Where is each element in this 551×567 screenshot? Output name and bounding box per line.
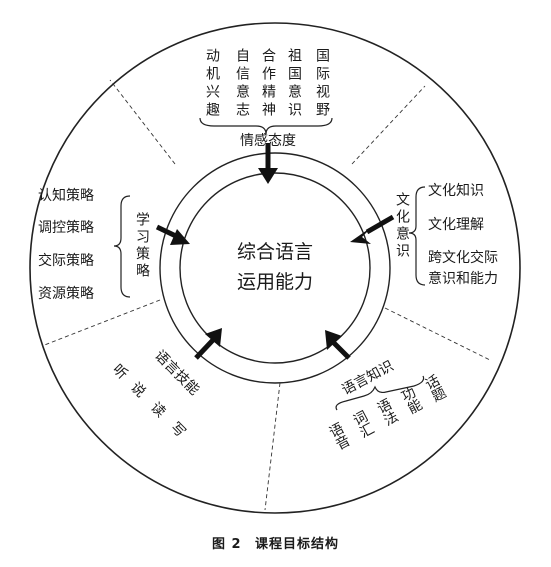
arrow-strategy xyxy=(155,224,190,245)
strategy-item: 交际策略 xyxy=(38,252,94,269)
culture-title: 文化意识 xyxy=(394,192,410,260)
middle-ring xyxy=(159,152,391,384)
skills-title: 语言技能 xyxy=(151,348,202,399)
knowledge-brace xyxy=(335,375,425,411)
inner-ring xyxy=(179,172,371,364)
strategy-item: 调控策略 xyxy=(38,219,94,236)
culture-item: 跨文化交际 xyxy=(428,249,498,266)
arrow-emotion xyxy=(258,143,278,184)
strategy-brace xyxy=(113,195,131,298)
figure-title: 课程目标结构 xyxy=(255,537,340,552)
skills-item: 读 xyxy=(147,399,169,421)
skills-item: 写 xyxy=(167,420,188,441)
strategy-title: 学习策略 xyxy=(134,212,150,280)
culture-item: 文化理解 xyxy=(428,217,484,233)
skills-item: 听 xyxy=(109,362,130,383)
divider-skills-knowledge xyxy=(264,382,281,511)
outer-ring xyxy=(29,22,521,514)
culture-item: 意识和能力 xyxy=(428,270,498,287)
emotion-item: 国际视野 xyxy=(314,48,330,120)
knowledge-item: 语法 xyxy=(373,396,400,429)
strategy-item: 资源策略 xyxy=(38,285,94,302)
figure-caption: 图 2 课程目标结构 xyxy=(0,533,551,552)
emotion-title: 情感态度 xyxy=(240,132,296,149)
emotion-brace xyxy=(199,117,333,135)
divider-strategy-skills xyxy=(41,299,161,347)
knowledge-item: 词汇 xyxy=(349,408,376,441)
figure-number: 图 2 xyxy=(211,537,242,552)
knowledge-item: 功能 xyxy=(397,384,425,417)
center-line-2: 运用能力 xyxy=(237,271,313,293)
skills-item: 说 xyxy=(127,380,148,401)
arrow-skills xyxy=(194,328,222,360)
strategy-item: 认知策略 xyxy=(38,187,94,204)
course-goal-diagram: 综合语言 运用能力 情感态度 动机兴趣 自信意志 合作精神 祖国意识 国际视野 … xyxy=(29,22,521,514)
emotion-item: 祖国意识 xyxy=(286,48,302,120)
knowledge-title: 语言知识 xyxy=(339,357,396,398)
arrow-knowledge xyxy=(325,330,351,360)
knowledge-item: 语音 xyxy=(325,420,352,453)
culture-brace xyxy=(408,186,426,286)
emotion-item: 自信意志 xyxy=(234,48,250,120)
culture-item: 文化知识 xyxy=(428,182,484,199)
emotion-item: 动机兴趣 xyxy=(204,48,220,120)
center-line-1: 综合语言 xyxy=(237,241,313,263)
knowledge-item: 话题 xyxy=(421,372,449,405)
emotion-item: 合作精神 xyxy=(260,48,276,120)
divider-knowledge-culture xyxy=(384,307,491,361)
arrow-culture xyxy=(350,214,395,244)
divider-emotion-culture xyxy=(351,85,426,165)
divider-emotion-strategy xyxy=(109,79,176,165)
